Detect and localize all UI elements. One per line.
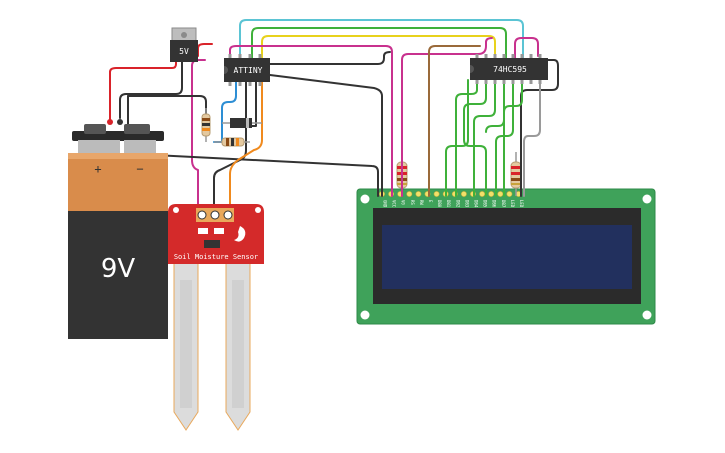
wire-green: [251, 27, 507, 59]
lcd-module: GND VCC V0 RS RW E DB0 DB1 DB2 DB3 DB4 DB5 DB6 DB7 LED…: [356, 188, 656, 325]
lcd-pin-label: LED: [519, 200, 524, 208]
wire-green: [463, 79, 487, 197]
voltage-regulator: 5V: [170, 27, 198, 62]
lcd-mount-hole: [360, 310, 370, 320]
diode: [222, 118, 262, 128]
lcd-pin-label: RS: [410, 200, 415, 205]
shift-register-label: 74HC595: [493, 65, 527, 74]
lcd-pin-label: DB5: [483, 200, 488, 208]
lcd-pin-label: DB3: [464, 200, 469, 208]
wire-magenta: [229, 45, 393, 197]
wire-green: [503, 79, 523, 197]
wire-black: [119, 61, 183, 119]
wire-green: [445, 79, 469, 197]
lcd-pin-label: VCC: [392, 200, 397, 208]
battery-9v: + − 9V: [68, 124, 168, 339]
lcd-pin-label: DB4: [474, 200, 479, 208]
resistor-lcd-backlight: [510, 152, 522, 196]
lcd-pin: [506, 191, 513, 197]
wire-magenta: [514, 37, 539, 59]
sensor-label: Soil Moisture Sensor: [174, 253, 258, 261]
lcd-pin-label: DB6: [492, 200, 497, 208]
attiny-label: ATTINY: [234, 66, 263, 75]
lcd-pin-label: V0: [401, 200, 406, 205]
wire-black: [127, 95, 207, 119]
wire-blue: [213, 81, 237, 143]
lcd-pin: [415, 191, 422, 197]
wire-cyan: [239, 19, 524, 59]
wire-gray: [523, 79, 541, 197]
lcd-pin: [406, 191, 413, 197]
lcd-pin-label: GND: [383, 200, 388, 208]
lcd-pin: [497, 191, 504, 197]
wire-black: [269, 51, 391, 65]
battery-minus-label: −: [136, 162, 143, 176]
battery-voltage-label: 9V: [101, 254, 136, 284]
lcd-mount-hole: [642, 194, 652, 204]
wire-yellow: [261, 35, 496, 59]
wire-magenta: [401, 37, 493, 197]
wire-orange: [229, 81, 263, 206]
lcd-mount-hole: [642, 310, 652, 320]
lcd-pin-label: DB7: [501, 200, 506, 208]
resistor-vertical: [201, 108, 211, 142]
lcd-screen: [382, 225, 632, 289]
wire-green: [455, 79, 478, 197]
wire-brown: [428, 45, 481, 197]
wire-green: [473, 79, 496, 197]
resistor-horizontal: [214, 137, 250, 147]
wires: [109, 19, 559, 206]
attiny-chip: ATTINY: [224, 54, 270, 86]
lcd-pin: [460, 191, 467, 197]
shift-register-chip: 74HC595: [470, 54, 548, 84]
lcd-pin-label: E: [428, 200, 433, 203]
wire-black: [269, 74, 383, 197]
lcd-mount-hole: [360, 194, 370, 204]
lcd-pin-label: RW: [419, 200, 424, 205]
wire-red: [109, 57, 177, 121]
lcd-pin-label: DB1: [446, 200, 451, 208]
lcd-pin-label: LED: [510, 200, 515, 208]
regulator-label: 5V: [179, 47, 189, 56]
lcd-pin-label: DB2: [455, 200, 460, 208]
battery-plus-label: +: [94, 162, 101, 176]
lcd-pin: [433, 191, 440, 197]
wire-black: [213, 81, 247, 206]
lcd-pin-label: DB0: [437, 200, 442, 208]
lcd-pin: [488, 191, 495, 197]
soil-moisture-sensor: Soil Moisture Sensor: [168, 204, 264, 431]
lcd-pin: [479, 191, 485, 197]
wire-red: [197, 43, 213, 57]
